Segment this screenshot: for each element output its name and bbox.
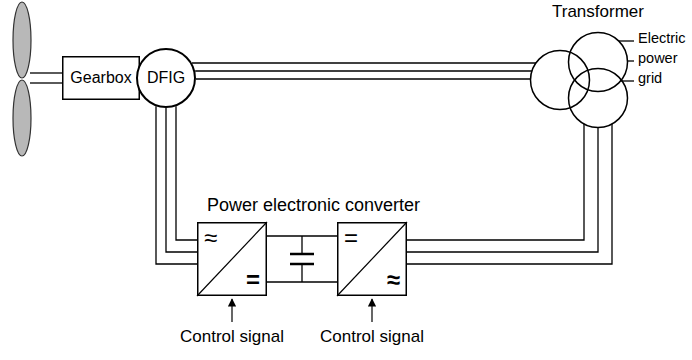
node-heading: Transformer: [552, 2, 644, 22]
capacitor-plate: [290, 253, 314, 256]
node-label: Gearbox: [70, 69, 131, 87]
wire-connector: [267, 236, 337, 282]
converter-label: Power electronic converter: [207, 194, 420, 217]
node-label: DFIG: [147, 69, 185, 87]
wire: [176, 106, 197, 240]
generator-circle: DFIG: [136, 48, 196, 108]
converter-box: ≈=: [197, 222, 267, 296]
converter-box: =≈: [337, 222, 407, 296]
control-arrow: [371, 299, 372, 322]
wire: [156, 106, 197, 264]
signal-label: Control signal: [320, 326, 424, 348]
converter-symbol: =: [246, 266, 260, 294]
rotor-blade: [13, 2, 31, 78]
converter-symbol: ≈: [204, 224, 217, 252]
wire: [192, 62, 536, 63]
wire: [267, 281, 337, 282]
grid-wire: [628, 60, 634, 61]
shaft: [30, 82, 62, 83]
wire: [407, 128, 598, 253]
wire: [407, 124, 612, 264]
wire: [195, 70, 532, 71]
wire: [267, 235, 337, 236]
grid-label: Electric power grid: [638, 28, 690, 88]
node-outline: [530, 30, 634, 130]
wire-connector: [192, 63, 536, 79]
wire: [166, 108, 197, 252]
wire-connector: [407, 124, 612, 264]
grid-wire: [619, 40, 634, 41]
capacitor-lead: [301, 236, 302, 254]
wire-connector: [156, 106, 197, 264]
wire: [196, 78, 531, 79]
converter-symbol: =: [344, 224, 358, 252]
signal-label: Control signal: [180, 326, 284, 348]
converter-symbol: ≈: [387, 266, 400, 294]
gearbox-box: Gearbox: [62, 56, 140, 100]
shaft: [30, 72, 62, 73]
wire: [407, 124, 584, 240]
control-arrow: [231, 299, 232, 322]
rotor-blade: [13, 80, 31, 156]
capacitor-lead: [301, 264, 302, 282]
transformer-symbol: Transformer: [530, 30, 634, 130]
